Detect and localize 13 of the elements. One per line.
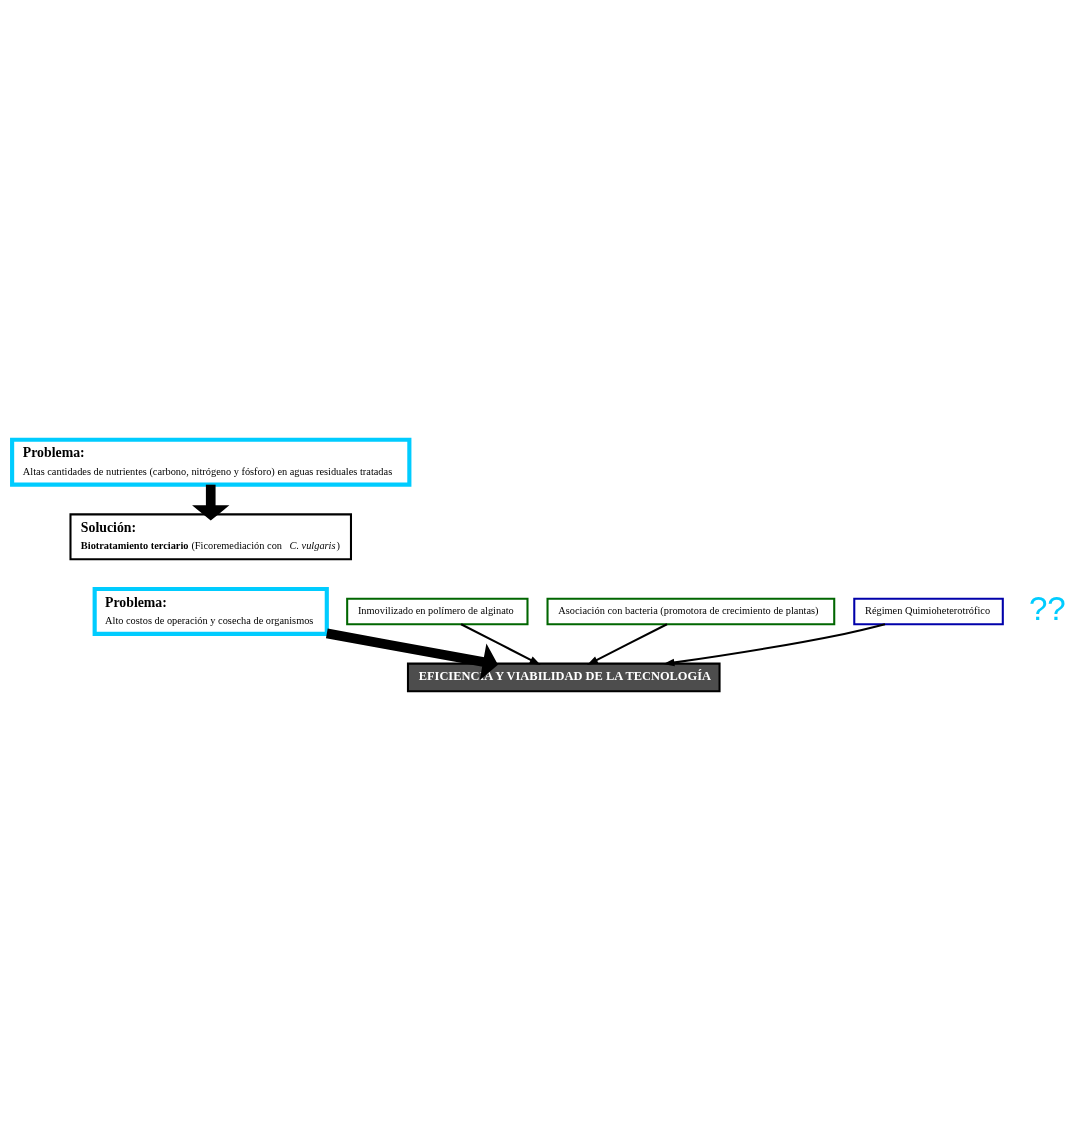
arrow xyxy=(192,484,230,521)
label: ?? xyxy=(1028,589,1066,627)
node-box: EFICIENCIA Y VIABILIDAD DE LA TECNOLOGÍA xyxy=(406,662,721,692)
node-box: Inmovilizado en polímero de alginato xyxy=(346,597,529,625)
node-box: Problema: Alto costos de operación y cosecha de organismos xyxy=(92,586,329,636)
arrow xyxy=(460,622,541,665)
arrow xyxy=(325,628,499,680)
arrow xyxy=(663,622,886,666)
node-box: Problema: Altas cantidades de nutrientes (carbono, nitrógeno y fósforo) en aguas residuales tratadas xyxy=(10,437,412,487)
node-box: Solución: Biotratamiento terciario (Ficoremediación con C. vulgaris) xyxy=(69,512,352,560)
node-box: Régimen Quimioheterotrófico xyxy=(853,597,1004,625)
node-box: Asociación con bacteria (promotora de crecimiento de plantas) xyxy=(546,597,836,625)
arrow xyxy=(586,622,668,665)
